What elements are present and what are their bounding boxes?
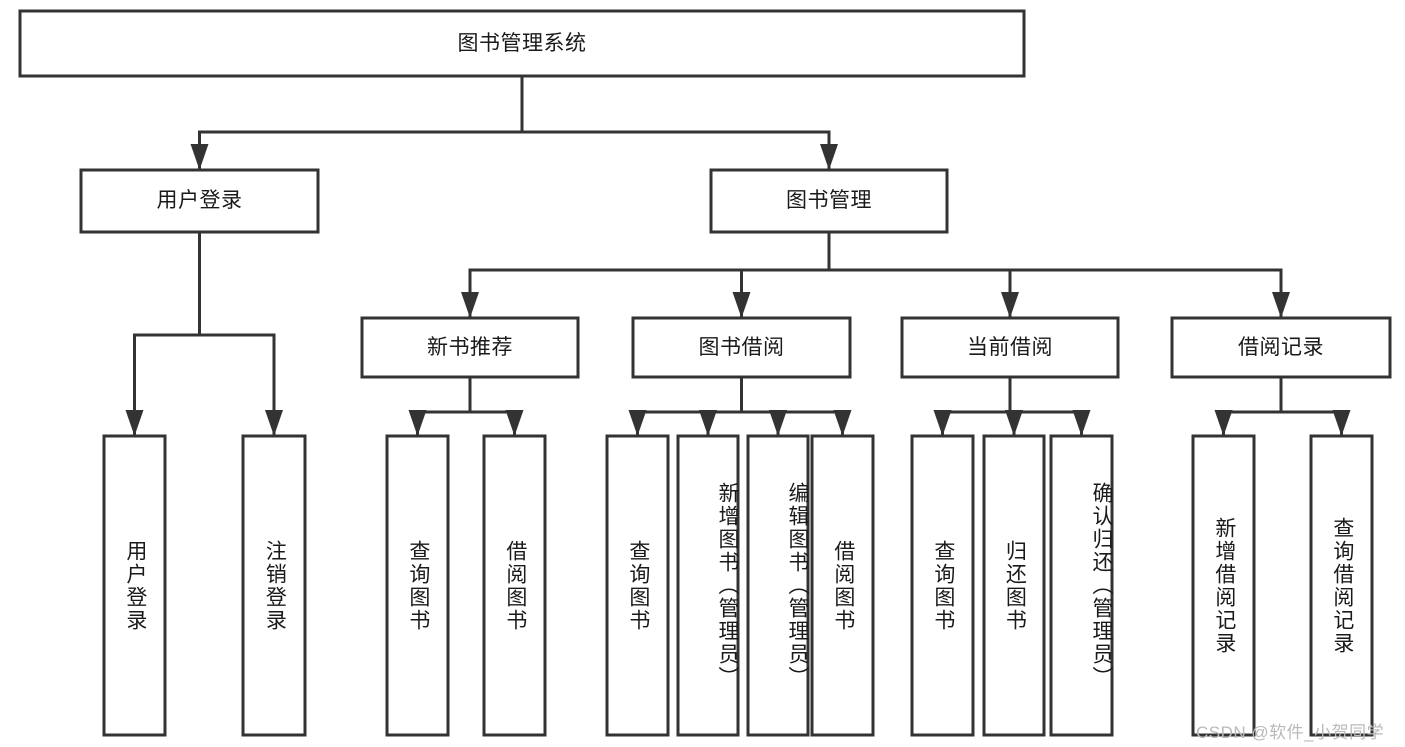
node-box-leaf-query-record[interactable]	[1309, 434, 1374, 737]
node-box-leaf-user-login[interactable]	[102, 434, 167, 737]
arrow-user-login-to-leaf-logout	[265, 410, 283, 436]
node-box-leaf-add-record[interactable]	[1191, 434, 1256, 737]
arrow-book-manage-to-current-borrow	[1001, 292, 1019, 318]
arrow-root-to-user-login	[190, 144, 209, 170]
node-box-user-login[interactable]	[79, 168, 320, 234]
node-box-leaf-return-book[interactable]	[982, 434, 1046, 737]
node-box-leaf-edit-book[interactable]	[746, 434, 810, 737]
node-box-leaf-query-book-borrow[interactable]	[605, 434, 670, 737]
arrow-user-login-to-leaf-user-login	[125, 410, 144, 436]
arrow-current-borrow-to-leaf-confirm-return	[1072, 410, 1091, 436]
arrow-book-borrow-to-leaf-edit-book	[769, 410, 787, 436]
arrow-book-borrow-to-leaf-query-book-borrow	[628, 410, 647, 436]
node-box-leaf-confirm-return[interactable]	[1049, 434, 1114, 737]
edges-layer	[125, 74, 1351, 438]
arrow-root-to-book-manage	[820, 144, 838, 170]
arrow-book-manage-to-book-borrow	[732, 292, 751, 318]
node-box-leaf-query-book-cur[interactable]	[910, 434, 975, 737]
arrow-borrow-record-to-leaf-query-record	[1332, 410, 1351, 436]
arrow-book-borrow-to-leaf-add-book	[699, 410, 717, 436]
node-box-leaf-query-book-rec[interactable]	[385, 434, 450, 737]
node-box-new-book-rec[interactable]	[360, 316, 580, 379]
node-box-leaf-borrow-book[interactable]	[810, 434, 875, 737]
arrow-current-borrow-to-leaf-query-book-cur	[933, 410, 952, 436]
arrow-book-manage-to-borrow-record	[1272, 292, 1290, 318]
boxes-layer	[18, 9, 1392, 737]
node-box-book-manage[interactable]	[709, 168, 949, 234]
arrow-borrow-record-to-leaf-add-record	[1214, 410, 1233, 436]
node-box-current-borrow[interactable]	[900, 316, 1120, 379]
arrow-current-borrow-to-leaf-return-book	[1005, 410, 1023, 436]
node-box-root[interactable]	[18, 9, 1026, 78]
node-box-leaf-borrow-book-rec[interactable]	[482, 434, 547, 737]
node-box-leaf-logout[interactable]	[241, 434, 307, 737]
arrow-book-borrow-to-leaf-borrow-book	[833, 410, 852, 436]
arrow-new-book-rec-to-leaf-borrow-book-rec	[505, 410, 524, 436]
node-box-borrow-record[interactable]	[1170, 316, 1392, 379]
node-box-book-borrow[interactable]	[631, 316, 852, 379]
arrow-new-book-rec-to-leaf-query-book-rec	[408, 410, 427, 436]
arrow-book-manage-to-new-book-rec	[461, 292, 479, 318]
node-box-leaf-add-book[interactable]	[676, 434, 740, 737]
